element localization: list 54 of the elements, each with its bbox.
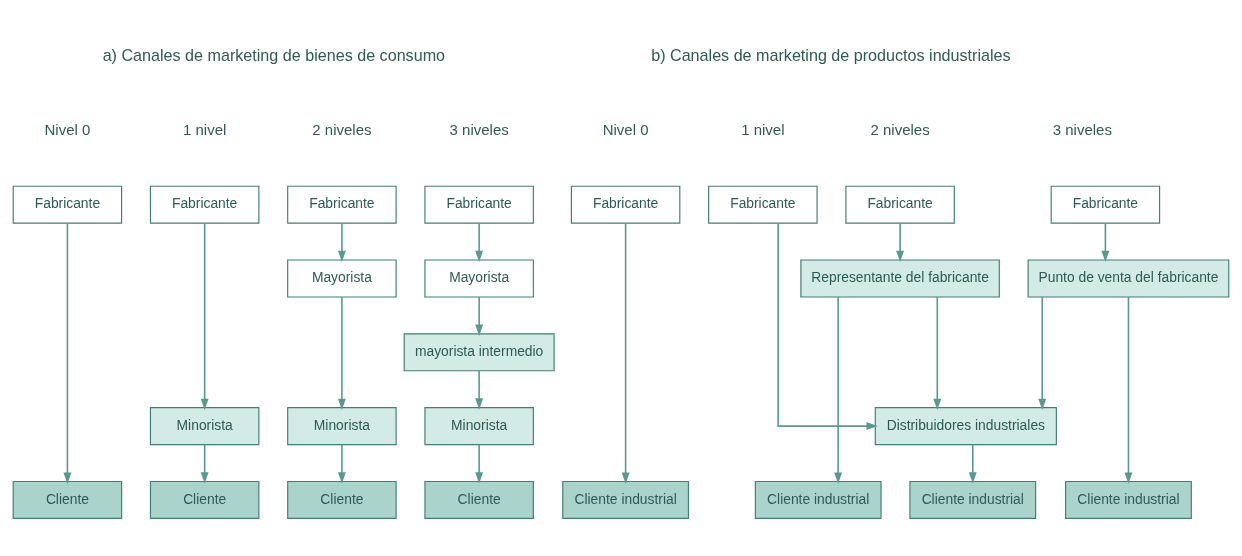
node-box: Cliente industrial — [754, 480, 882, 519]
arrow — [1101, 222, 1110, 262]
node-box: Mayorista — [287, 258, 397, 298]
node-box: Cliente — [287, 480, 397, 519]
node-box: Fabricante — [149, 185, 260, 224]
arrow — [475, 443, 484, 483]
arrow — [621, 221, 630, 484]
label: 2 niveles — [312, 120, 372, 138]
label: 3 niveles — [1052, 120, 1112, 138]
node-box: Fabricante — [12, 185, 123, 224]
label: 3 niveles — [449, 120, 509, 138]
node-box: Minorista — [149, 406, 260, 445]
arrow — [968, 443, 977, 483]
node-box: Cliente — [12, 480, 123, 519]
node-box: Distribuidores industriales — [874, 406, 1057, 445]
label: b) Canales de marketing de productos industriales — [651, 45, 1011, 64]
arrow — [777, 221, 878, 430]
node-box: Fabricante — [708, 185, 818, 224]
node-box: Punto de venta del fabricante — [1027, 258, 1230, 298]
node-box: Representante del fabricante — [800, 258, 1000, 298]
arrow — [1124, 295, 1133, 484]
arrow — [475, 369, 484, 410]
arrow — [1038, 295, 1047, 410]
arrow — [200, 221, 209, 410]
label: 1 nivel — [741, 120, 785, 138]
node-box: Fabricante — [287, 185, 397, 224]
node-box: Minorista — [424, 406, 534, 445]
label: Nivel 0 — [44, 120, 91, 138]
node-box: Mayorista — [424, 258, 534, 298]
node-box: Cliente industrial — [909, 480, 1037, 519]
arrow — [200, 443, 209, 483]
node-box: Cliente industrial — [1065, 480, 1192, 519]
label: a) Canales de marketing de bienes de consumo — [102, 45, 446, 64]
arrow — [933, 295, 942, 410]
label: 1 nivel — [182, 120, 227, 138]
node-box: mayorista intermedio — [403, 332, 555, 371]
arrow — [337, 295, 346, 410]
node-box: Fabricante — [1050, 185, 1161, 224]
arrow — [475, 295, 484, 336]
label: Nivel 0 — [602, 120, 649, 138]
node-box: Cliente — [149, 480, 260, 519]
arrow — [896, 222, 905, 262]
arrow — [63, 221, 72, 484]
arrow — [337, 443, 346, 483]
node-box: Minorista — [287, 406, 397, 445]
node-box: Cliente — [424, 480, 534, 519]
arrow — [834, 295, 843, 484]
node-box: Fabricante — [845, 185, 955, 224]
arrow — [337, 222, 346, 262]
node-box: Fabricante — [424, 185, 534, 224]
node-box: Fabricante — [570, 185, 681, 224]
node-box: Cliente industrial — [562, 480, 690, 519]
arrow — [475, 222, 484, 262]
label: 2 niveles — [870, 120, 930, 138]
